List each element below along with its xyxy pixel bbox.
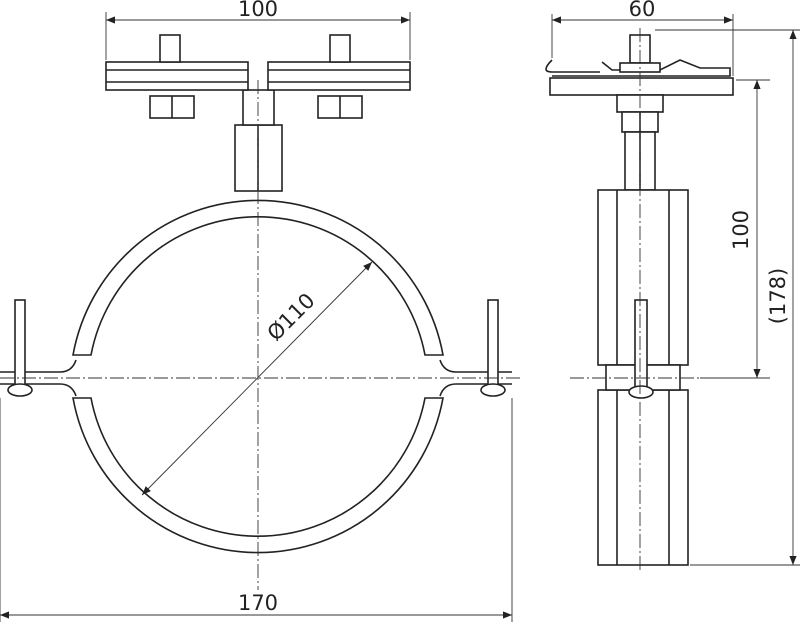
dim-height: 100 xyxy=(729,210,753,250)
dim-overall-height: (178) xyxy=(766,268,790,324)
front-view: 100 Ø110 170 xyxy=(0,0,520,622)
side-view: 60 100 (178) xyxy=(545,0,800,570)
dim-overall-width: 170 xyxy=(238,591,278,615)
dim-side-width: 60 xyxy=(629,0,656,21)
dim-diameter: Ø110 xyxy=(263,289,320,346)
dim-front-width: 100 xyxy=(238,0,278,21)
